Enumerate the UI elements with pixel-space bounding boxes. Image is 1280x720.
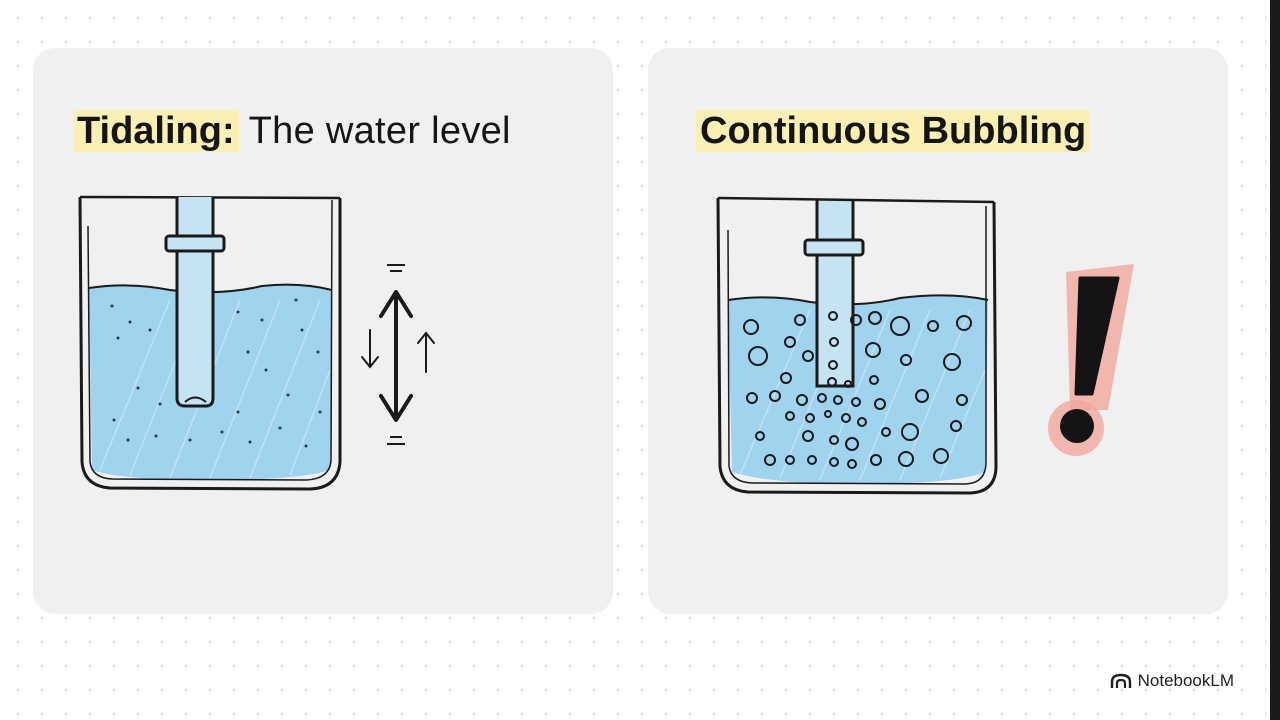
jar-outline xyxy=(716,197,998,495)
tidaling-caption: The water level xyxy=(248,110,511,152)
tidaling-highlight: Tidaling: xyxy=(73,110,239,152)
jar-with-tube-icon xyxy=(78,195,342,491)
bubbling-panel: Continuous Bubbling xyxy=(648,48,1228,614)
up-down-arrow-icon xyxy=(361,264,435,445)
notebooklm-logo-icon xyxy=(1110,673,1131,688)
exclamation-mark-icon xyxy=(1048,264,1134,456)
tube-clamp xyxy=(164,234,226,253)
tube xyxy=(175,197,215,408)
water-speckles xyxy=(110,298,322,448)
bubbling-illustration xyxy=(716,196,1134,495)
jar-with-bubbles-icon xyxy=(716,196,998,495)
bubbles xyxy=(743,311,972,469)
tube-clamp xyxy=(803,238,865,257)
tidaling-panel: Tidaling:The water level xyxy=(33,48,613,614)
bubbling-title: Continuous Bubbling xyxy=(696,108,1091,154)
tube xyxy=(815,200,855,388)
water xyxy=(728,295,988,484)
tidaling-illustration xyxy=(78,195,435,491)
window-edge xyxy=(1270,0,1280,720)
jar-outline xyxy=(78,196,342,491)
bubbling-highlight: Continuous Bubbling xyxy=(696,110,1091,152)
tidaling-title: Tidaling:The water level xyxy=(73,108,511,154)
brand-name: NotebookLM xyxy=(1137,671,1234,690)
brand-badge: NotebookLM xyxy=(1110,670,1234,692)
